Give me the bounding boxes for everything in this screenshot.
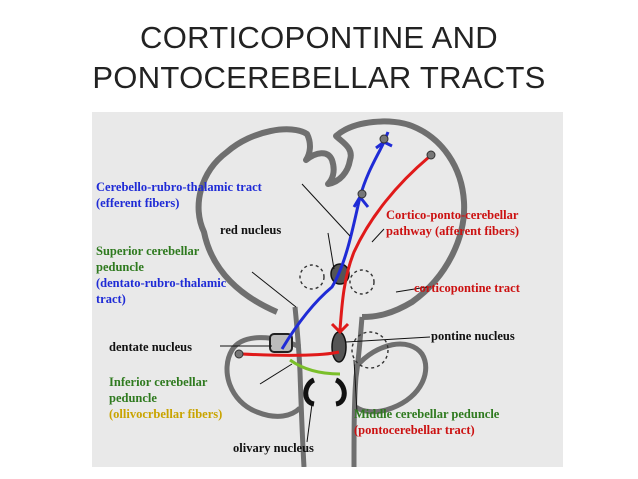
slide-title: CORTICOPONTINE AND PONTOCEREBELLAR TRACT… [0,18,638,98]
afferent-terminal-cortex [426,150,436,160]
afferent-fork [330,322,350,335]
label-cortico-2: pathway (afferent fibers) [386,224,519,238]
tract-diagram: Cerebello-rubro-thalamic tract (efferent… [92,112,563,467]
label-dentate: dentate nucleus [109,340,192,354]
efferent-fork-lower [352,194,370,208]
cerebellum-outline [224,335,429,419]
olivocerebellar-fibers [289,358,341,376]
label-cortico-1: Cortico-ponto-cerebellar [386,208,519,222]
label-superior-3: (dentato-rubro-thalamic [96,276,227,290]
olivary-nucleus-left [303,377,316,407]
label-middle-2: (pontocerebellar tract) [354,423,475,437]
afferent-terminal-cerebellum [234,349,244,359]
afferent-tract-descending [338,155,430,331]
olivary-nucleus-right [334,377,347,407]
label-olivary: olivary nucleus [233,441,314,455]
diagram-svg: Cerebello-rubro-thalamic tract (efferent… [96,118,521,467]
pontine-nucleus-dashed [351,331,389,369]
dentate-nucleus-shape [269,333,293,353]
label-corticopontine: corticopontine tract [414,281,521,295]
title-line-2: PONTOCEREBELLAR TRACTS [92,60,546,95]
subthalamic-dashed [349,269,375,295]
label-middle-1: Middle cerebellar peduncle [354,407,500,421]
label-red-nucleus: red nucleus [220,223,281,237]
cerebrum-outline [195,118,468,320]
thalamus-dashed [299,264,325,290]
label-superior-1: Superior cerebellar [96,244,200,258]
label-superior-4: tract) [96,292,126,306]
label-superior-2: peduncle [96,260,144,274]
afferent-tract-crossing [241,350,340,357]
title-line-1: CORTICOPONTINE AND [140,20,498,55]
label-inferior-1: Inferior cerebellar [109,375,208,389]
label-inferior-2: peduncle [109,391,157,405]
efferent-tract [280,141,386,350]
leader-lines [220,183,431,443]
label-pontine: pontine nucleus [431,329,515,343]
label-cerebello-rubro-2: (efferent fibers) [96,196,179,210]
pontine-nucleus-shape [331,331,347,363]
efferent-terminal-1 [379,134,389,144]
label-inferior-3: (ollivocrbellar fibers) [109,407,222,421]
efferent-terminal-2 [357,189,367,199]
label-cerebello-rubro-1: Cerebello-rubro-thalamic tract [96,180,263,194]
